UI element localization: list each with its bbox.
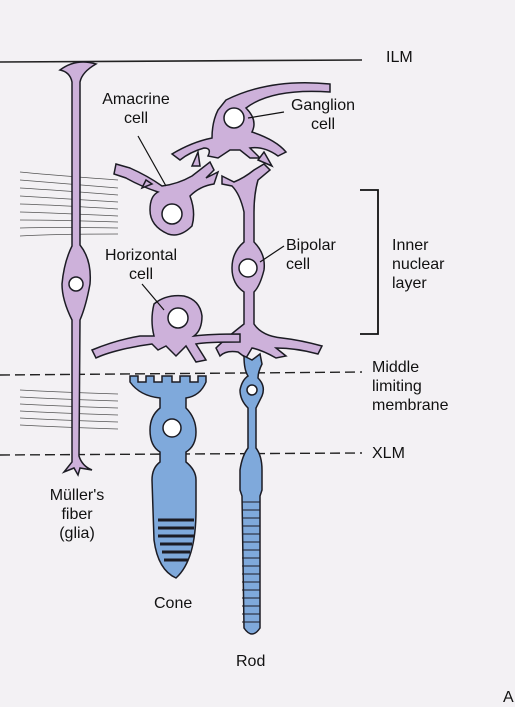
cone-label: Cone (154, 595, 193, 612)
amacrine-label: Amacrine cell (94, 90, 178, 128)
bipolar-label-line1: Bipolar (286, 237, 336, 254)
leader-lines (137, 111, 285, 311)
xlm-label: XLM (372, 445, 405, 462)
amacrine-label-line2: cell (123, 110, 148, 127)
muller-label-line1: Müller's (49, 487, 105, 504)
inner-nuclear-bracket (360, 189, 379, 335)
ganglion-label-line2: cell (310, 116, 335, 133)
inner-nuclear-label-line1: Inner (392, 237, 429, 254)
cone-photoreceptor (129, 375, 207, 579)
ganglion-cell (170, 81, 331, 168)
ilm-line (0, 59, 363, 63)
ganglion-label: Ganglion cell (282, 96, 364, 134)
muller-label: Müller's fiber (glia) (42, 486, 112, 543)
rod-label: Rod (236, 653, 266, 670)
ilm-label: ILM (386, 49, 413, 66)
bipolar-label-line2: cell (286, 256, 311, 273)
inner-nuclear-label-line3: layer (392, 275, 427, 292)
rod-photoreceptor (239, 352, 265, 635)
bipolar-label: Bipolar cell (286, 236, 336, 274)
horizontal-label-line2: cell (128, 266, 153, 283)
mlm-label: Middle limiting membrane (372, 358, 448, 415)
muller-label-line2: fiber (61, 506, 93, 523)
horizontal-label-line1: Horizontal (104, 247, 178, 264)
inner-nuclear-label: Inner nuclear layer (392, 236, 444, 293)
mlm-label-line2: limiting (372, 378, 422, 395)
mlm-line (0, 371, 363, 376)
horizontal-label: Horizontal cell (94, 246, 188, 284)
muller-label-line3: (glia) (59, 525, 95, 542)
glial-fibers-lower (19, 389, 119, 430)
muller-fiber (58, 61, 98, 477)
glial-fibers-upper (19, 171, 119, 237)
ganglion-label-line1: Ganglion (290, 97, 356, 114)
horizontal-cell (90, 294, 241, 363)
mlm-label-line3: membrane (372, 397, 449, 414)
inner-nuclear-label-line2: nuclear (392, 256, 445, 273)
mlm-label-line1: Middle (372, 359, 420, 376)
amacrine-cell (113, 160, 220, 236)
panel-letter: A (503, 689, 514, 706)
amacrine-label-line1: Amacrine (102, 91, 170, 108)
